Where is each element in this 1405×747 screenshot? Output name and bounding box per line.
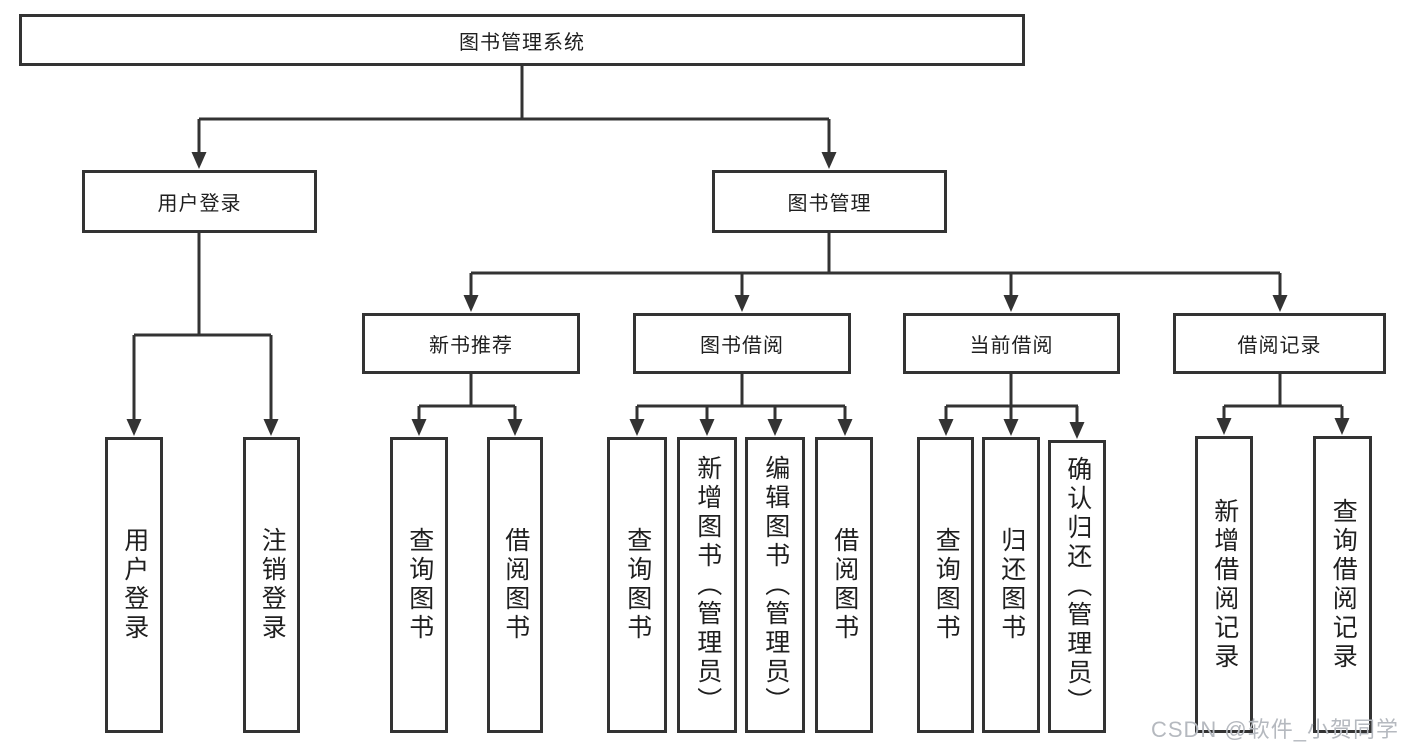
leaf-borrow-query: 查询图书 [607,437,667,733]
node-root: 图书管理系统 [19,14,1025,66]
node-borrow-records: 借阅记录 [1173,313,1386,374]
leaf-add-borrow-record: 新增借阅记录 [1195,436,1253,733]
node-root-label: 图书管理系统 [459,31,585,54]
leaf-borrow-book: 借阅图书 [815,437,873,733]
node-current-borrow: 当前借阅 [903,313,1120,374]
node-book-management: 图书管理 [712,170,947,233]
leaf-logout-label: 注销登录 [258,527,287,643]
leaf-confirm-return: 确认归还（管理员） [1048,440,1106,733]
leaf-add-borrow-record-label: 新增借阅记录 [1210,497,1239,672]
leaf-newbooks-query: 查询图书 [390,437,448,733]
leaf-borrow-edit-book-label: 编辑图书（管理员） [761,454,790,716]
leaf-borrow-edit-book: 编辑图书（管理员） [745,437,805,733]
node-new-book-recommend-label: 新书推荐 [429,335,513,357]
leaf-borrow-add-book-label: 新增图书（管理员） [693,454,722,716]
leaf-return-book: 归还图书 [982,437,1040,733]
leaf-borrow-book-label: 借阅图书 [830,527,859,643]
node-book-borrow-label: 图书借阅 [700,335,784,357]
leaf-logout: 注销登录 [243,437,300,733]
leaf-confirm-return-label: 确认归还（管理员） [1063,456,1092,717]
node-borrow-records-label: 借阅记录 [1237,335,1322,357]
node-user-login: 用户登录 [82,170,317,233]
leaf-borrow-add-book: 新增图书（管理员） [677,437,737,733]
leaf-borrow-query-label: 查询图书 [623,527,652,643]
node-book-management-label: 图书管理 [787,193,872,215]
csdn-watermark: CSDN @软件_小贺同学 [1150,717,1399,742]
node-current-borrow-label: 当前借阅 [969,335,1054,357]
leaf-newbooks-borrow: 借阅图书 [487,437,543,733]
node-book-borrow: 图书借阅 [633,313,851,374]
node-user-login-label: 用户登录 [157,193,242,215]
leaf-current-query: 查询图书 [917,437,974,733]
leaf-query-borrow-record-label: 查询借阅记录 [1329,497,1358,672]
node-new-book-recommend: 新书推荐 [362,313,580,374]
leaf-user-login-label: 用户登录 [120,527,149,643]
leaf-newbooks-query-label: 查询图书 [405,527,434,643]
leaf-user-login: 用户登录 [105,437,163,733]
leaf-return-book-label: 归还图书 [997,527,1026,643]
leaf-current-query-label: 查询图书 [932,527,961,643]
leaf-query-borrow-record: 查询借阅记录 [1313,436,1372,733]
leaf-newbooks-borrow-label: 借阅图书 [501,527,530,643]
